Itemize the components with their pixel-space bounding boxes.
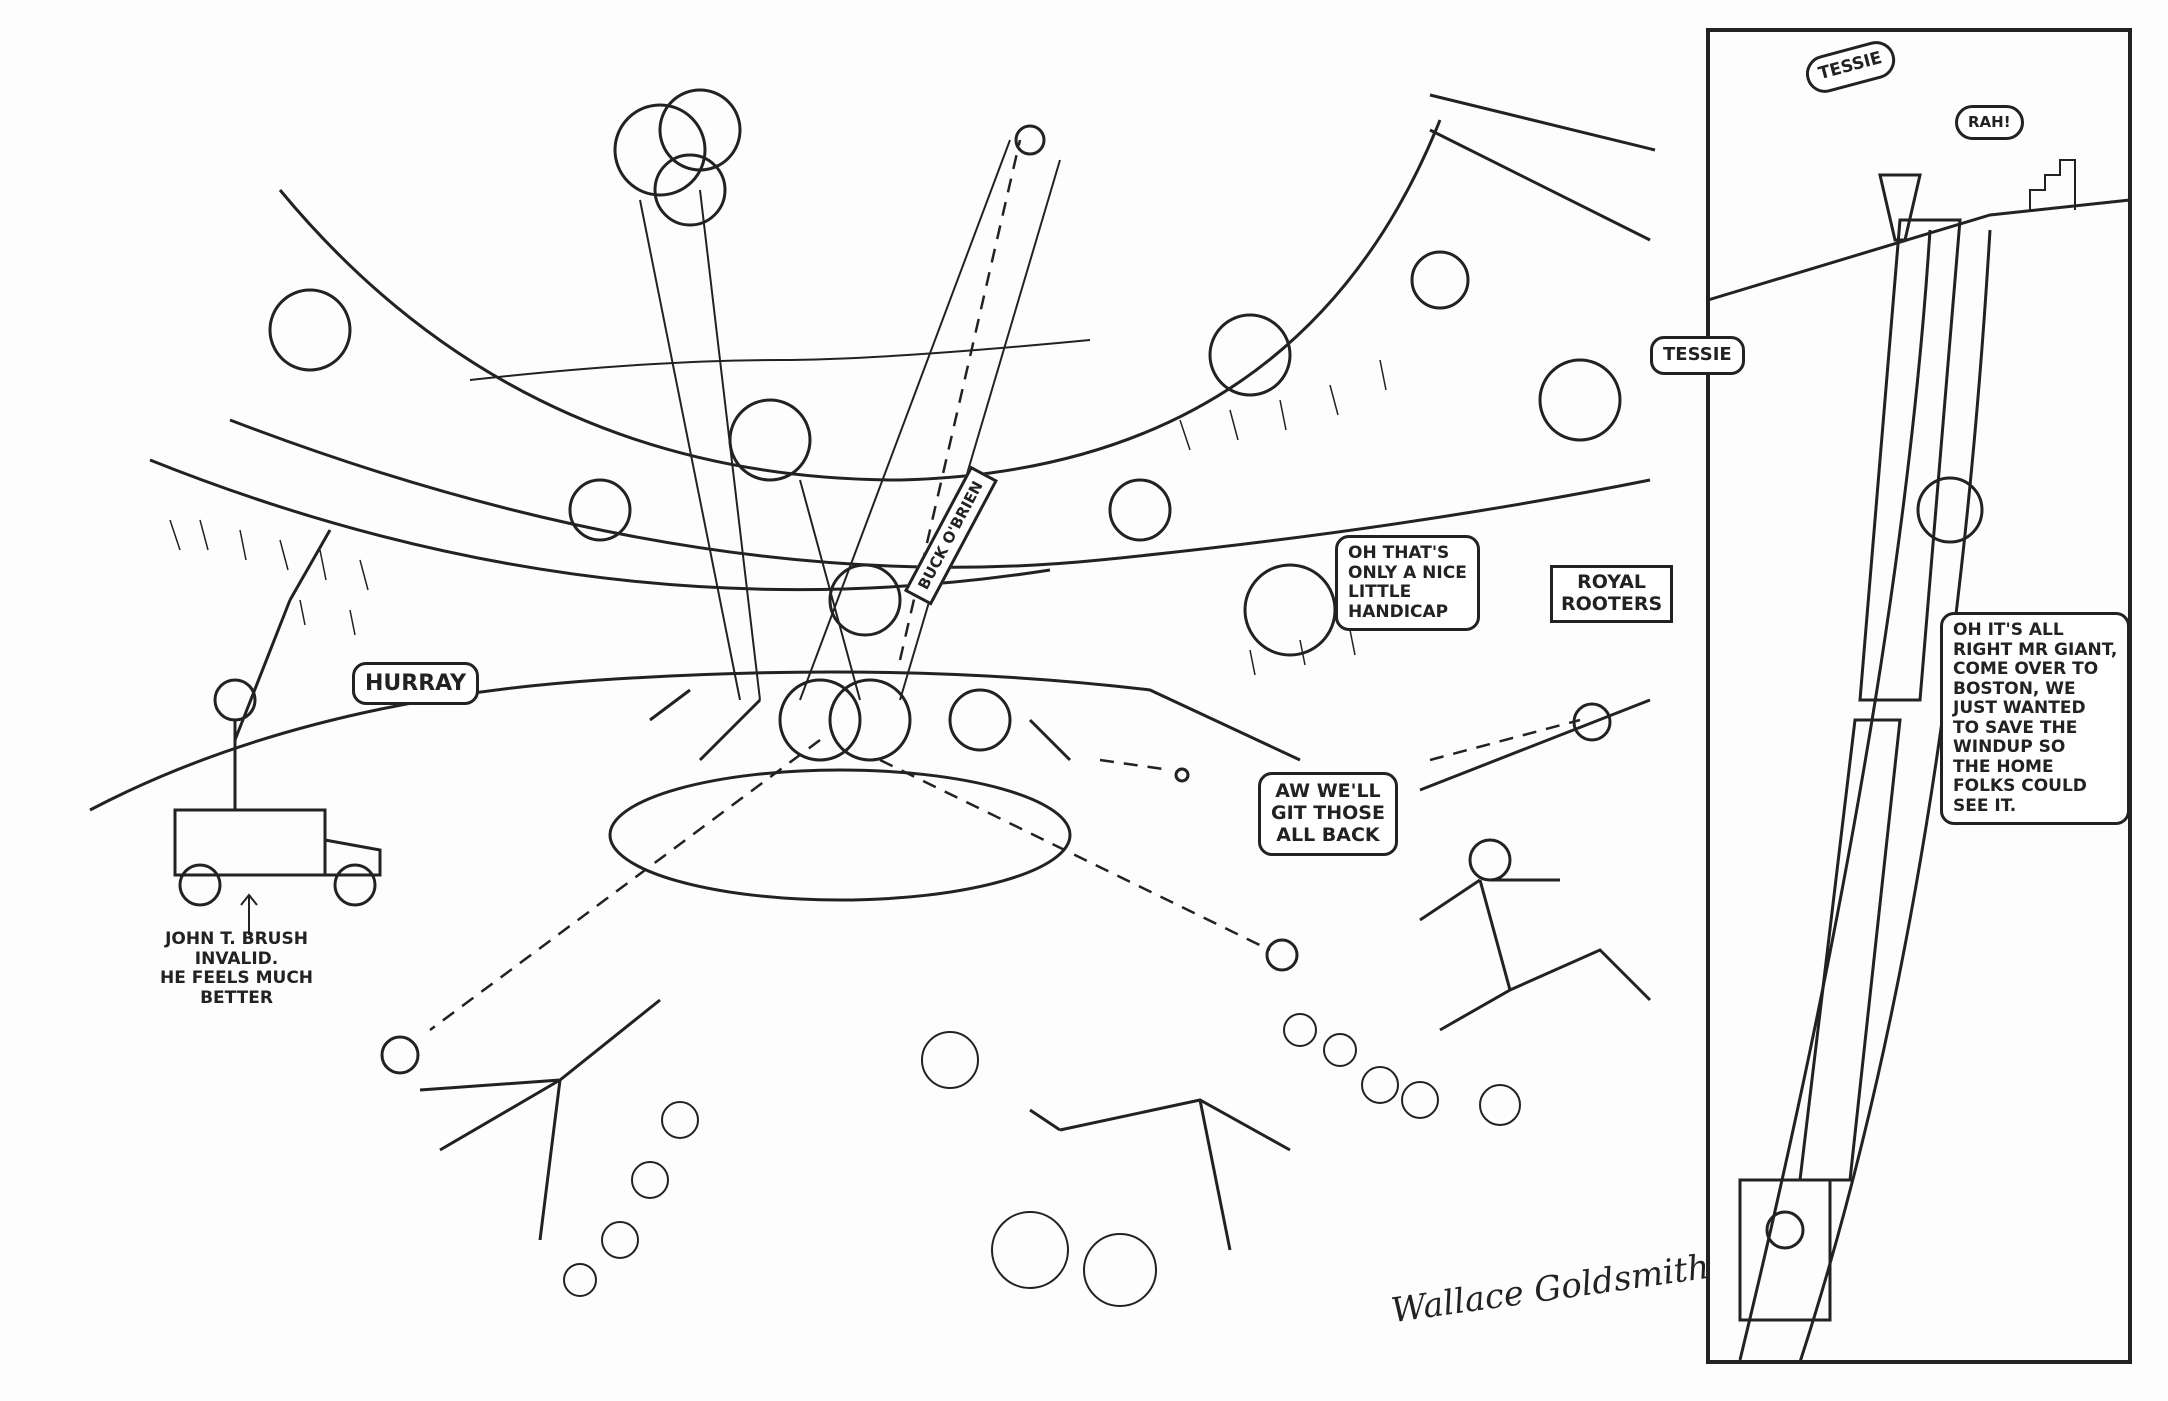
hurray-bubble: HURRAY <box>352 662 480 706</box>
ball-trails <box>429 139 1581 1032</box>
smoke-puffs <box>563 1013 1521 1307</box>
royal-rooters-sign: ROYAL ROOTERS <box>1550 565 1674 623</box>
city-skyline <box>2029 159 2076 210</box>
foul-line <box>1419 698 1651 792</box>
git-back-bubble: AW WE'LL GIT THOSE ALL BACK <box>1258 772 1398 856</box>
upper-stand <box>278 119 1442 482</box>
baseballs <box>380 124 1612 1075</box>
hillside <box>1707 198 2131 1363</box>
automobile <box>173 529 382 907</box>
tessie-bubble: TESSIE <box>1650 336 1745 375</box>
caption-arrow <box>240 893 258 935</box>
megaphone <box>1878 173 1922 242</box>
explosion-rays <box>639 139 1061 701</box>
giant-head <box>1916 476 1984 544</box>
smoke-clouds <box>268 88 1622 762</box>
pitchers-mound <box>608 768 1072 902</box>
rah-bubble: RAH! <box>1955 105 2024 141</box>
handicap-bubble: OH THAT'S ONLY A NICE LITTLE HANDICAP <box>1335 535 1480 632</box>
train <box>1738 218 1962 1322</box>
brush-caption: JOHN T. BRUSH INVALID. HE FEELS MUCH BET… <box>160 929 314 1008</box>
stand-roof <box>1429 93 1656 242</box>
middle-stand <box>229 418 1651 569</box>
crowd-hatching <box>169 359 1387 676</box>
outfield-line <box>469 339 1091 381</box>
field-wall <box>89 670 1301 812</box>
giant-speech-bubble: OH IT'S ALL RIGHT MR GIANT, COME OVER TO… <box>1940 612 2131 826</box>
falling-players <box>419 688 1652 1251</box>
